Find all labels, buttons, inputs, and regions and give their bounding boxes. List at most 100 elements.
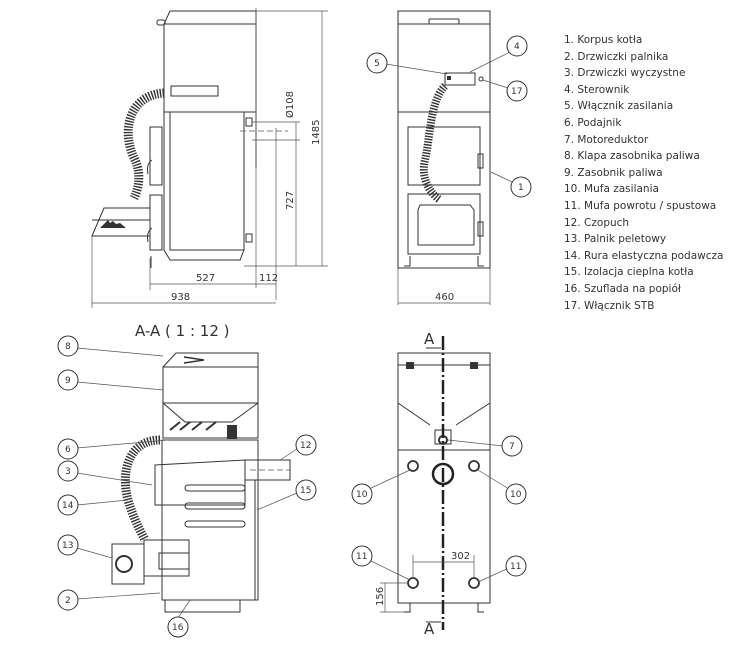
legend-item: 4. Sterownik [564, 82, 724, 99]
section-boiler [161, 439, 259, 601]
legend-num: 13. [564, 233, 581, 246]
balloon-11 [351, 545, 373, 567]
leader-line [76, 381, 164, 391]
legend-label: Włącznik zasilania [577, 100, 674, 113]
legend-num: 11. [564, 199, 581, 212]
balloon-label: 14 [62, 501, 74, 511]
leader-line [368, 469, 411, 490]
balloon-11 [505, 555, 527, 577]
supply-socket [407, 460, 419, 472]
leader-line [490, 171, 513, 183]
legend-label: Izolacja cieplna kotła [584, 266, 694, 279]
legend-item: 12. Czopuch [564, 215, 724, 232]
section-tube [184, 502, 246, 510]
legend-item: 1. Korpus kotła [564, 32, 724, 49]
legend-label: Podajnik [577, 116, 622, 129]
leader-line [477, 567, 510, 583]
legend-item: 15. Izolacja cieplna kotła [564, 264, 724, 281]
legend-num: 6. [564, 116, 575, 129]
section-motor [227, 425, 237, 439]
section-feeder-housing [162, 402, 259, 439]
legend-item: 16. Szuflada na popiół [564, 281, 724, 298]
balloon-label: 5 [374, 59, 380, 69]
leader-line [76, 592, 161, 600]
side-flex-hose [123, 88, 165, 201]
section-view: A-A ( 1 : 12 ) 8 9 6 [57, 322, 317, 638]
front-door-window [417, 204, 475, 246]
balloon-5 [366, 52, 388, 74]
section-title: A-A ( 1 : 12 ) [135, 322, 230, 340]
section-ash-drawer [164, 600, 241, 613]
side-hopper-outline [163, 10, 257, 168]
dim-label-diameter: Ø108 [284, 91, 296, 118]
balloon-label: 10 [510, 490, 522, 500]
legend-item: 11. Mufa powrotu / spustowa [564, 198, 724, 215]
balloon-label: 16 [172, 623, 184, 633]
front-feet [404, 256, 484, 267]
leader-line [76, 439, 169, 449]
balloon-label: 9 [65, 376, 71, 386]
legend-label: Palnik peletowy [584, 233, 667, 246]
balloon-13 [57, 534, 79, 556]
side-flue-stub [245, 117, 253, 127]
side-door-upper [149, 126, 163, 186]
side-return-stub [245, 233, 253, 243]
section-fan-icon [115, 555, 133, 573]
section-burner-body [143, 539, 190, 577]
balloon-10 [505, 483, 527, 505]
legend-num: 1. [564, 34, 575, 46]
rear-view: A A 302 156 7 10 10 11 11 [351, 330, 527, 638]
balloon-16 [167, 616, 189, 638]
legend-item: 6. Podajnik [564, 115, 724, 132]
legend-item: 5. Włącznik zasilania [564, 98, 724, 115]
section-hopper-funnel [162, 402, 259, 423]
legend-label: Drzwiczki palnika [577, 50, 669, 63]
side-lid-handle [156, 19, 166, 26]
leader-line [279, 448, 298, 461]
front-view: 460 5 4 17 1 [366, 10, 532, 305]
legend-label: Zasobnik paliwa [577, 166, 663, 179]
legend-label: Korpus kotła [577, 34, 643, 46]
balloon-label: 2 [65, 596, 71, 606]
leader-line [469, 51, 511, 73]
front-flex-hose [419, 83, 449, 204]
leader-line [477, 469, 510, 490]
leader-line [447, 439, 504, 447]
legend-item: 9. Zasobnik paliwa [564, 165, 724, 182]
front-controller [444, 72, 476, 86]
return-socket [468, 577, 480, 589]
leader-line [482, 79, 509, 89]
front-door-lower [407, 193, 481, 255]
dim-label-527: 527 [196, 273, 215, 284]
balloon-label: 4 [514, 42, 520, 52]
side-door-handle [147, 227, 153, 243]
balloon-label: 10 [356, 490, 368, 500]
section-tube [184, 520, 246, 528]
balloon-7 [501, 435, 523, 457]
side-door-handle [147, 159, 153, 175]
balloon-label: 15 [300, 486, 311, 496]
dim-label-1485: 1485 [311, 120, 322, 145]
balloon-2 [57, 589, 79, 611]
leader-line [368, 559, 411, 581]
rear-hinge [470, 362, 478, 369]
legend-label: Motoreduktor [577, 133, 649, 146]
legend-num: 2. [564, 50, 575, 63]
leader-line [76, 499, 129, 506]
legend-label: Klapa zasobnika paliwa [577, 150, 700, 163]
front-door-handle [477, 153, 484, 169]
legend-label: Rura elastyczna podawcza [584, 249, 724, 262]
balloon-10 [351, 483, 373, 505]
legend-label: Włącznik STB [584, 299, 655, 312]
dim-label-156: 156 [375, 587, 386, 606]
balloon-label: 11 [356, 552, 367, 562]
front-cabinet [397, 10, 491, 269]
side-burner [91, 207, 151, 237]
legend-item: 3. Drzwiczki wyczystne [564, 65, 724, 82]
front-lid-handle [428, 18, 460, 25]
legend-item: 7. Motoreduktor [564, 132, 724, 149]
stb-switch-icon [478, 76, 484, 82]
legend-item: 10. Mufa zasilania [564, 181, 724, 198]
legend-item: 8. Klapa zasobnika paliwa [564, 148, 724, 165]
